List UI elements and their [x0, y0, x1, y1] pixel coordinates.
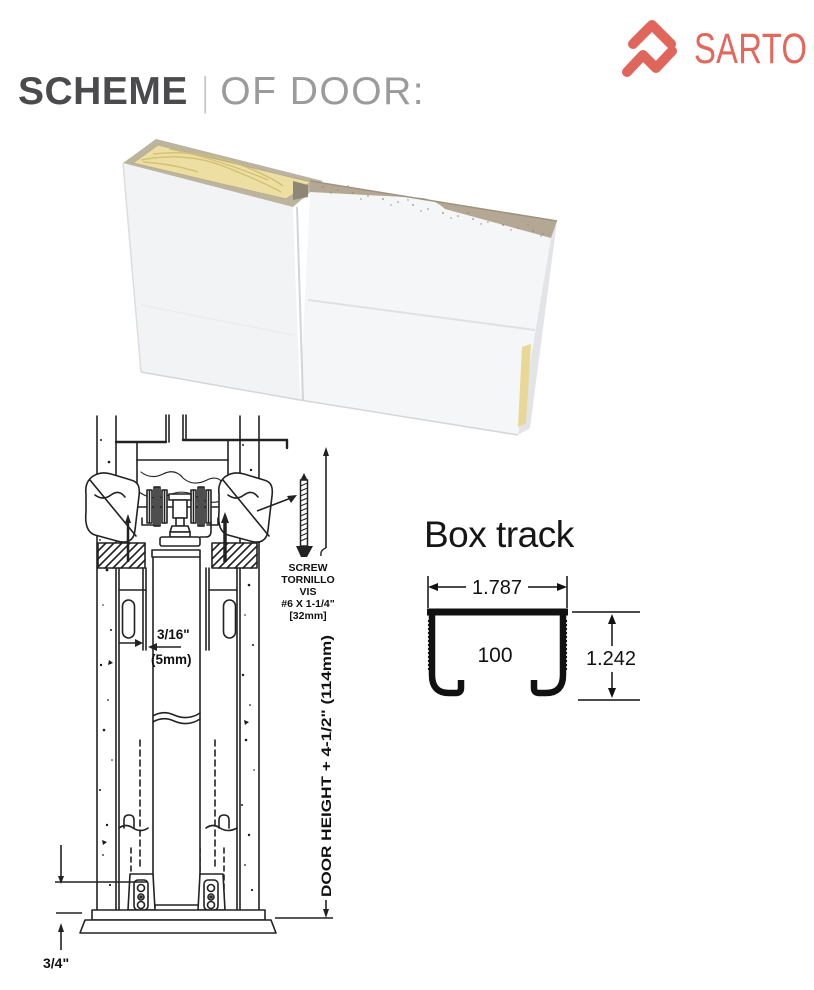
door-cross-section-illustration — [122, 139, 558, 436]
floor-clearance-label: 3/4" — [43, 955, 69, 971]
brand-name: SARTO — [694, 25, 808, 73]
hatched-blocks — [97, 542, 258, 569]
gap-dimension — [119, 639, 181, 651]
floor-guides — [123, 814, 230, 911]
track-profile — [427, 608, 568, 697]
title-primary: SCHEME — [18, 70, 188, 113]
box-track-title: Box track — [424, 514, 574, 555]
sarto-chevrons-icon — [622, 20, 677, 77]
height-dim-label: 1.242 — [586, 648, 636, 670]
width-dim-label: 1.787 — [472, 577, 522, 599]
door-height-label: DOOR HEIGHT + 4-1/2" (114mm) — [319, 635, 334, 897]
title-secondary: OF DOOR: — [220, 70, 426, 113]
width-dimension — [427, 576, 568, 608]
screw-illustration — [256, 473, 313, 557]
casing-trim — [84, 472, 274, 543]
gap-label-metric: (5mm) — [151, 652, 192, 667]
door-slab — [152, 556, 201, 906]
screw-label-line3: VIS — [300, 586, 317, 598]
floor-clearance-dimension — [55, 845, 147, 950]
roller-hanger — [141, 486, 219, 558]
head-framing — [114, 438, 289, 450]
gap-label: 3/16" — [157, 627, 190, 642]
head-framing-verticals — [136, 414, 229, 461]
frame-section-diagram: 3/16" (5mm) SCREW TORNILLO VIS #6 X 1-1/… — [43, 414, 335, 971]
brand-logo: SARTO — [618, 13, 814, 85]
door-height-dimension — [275, 447, 333, 919]
screw-label-line2: TORNILLO — [281, 574, 334, 586]
jamb-screws — [125, 512, 229, 562]
screw-label-line4: #6 X 1-1/4" — [281, 598, 334, 610]
stud-speckle — [99, 439, 256, 892]
page-title: SCHEME | OF DOOR: — [18, 72, 425, 112]
title-divider: | — [202, 70, 208, 114]
screw-label-line5: [32mm] — [289, 610, 326, 622]
floor-plates — [79, 909, 277, 934]
inner-dim-label: 100 — [477, 644, 512, 667]
mdf-speckle — [322, 185, 544, 237]
box-track-profile-diagram: 1.787 100 1.242 — [427, 576, 640, 701]
height-dimension — [572, 611, 640, 701]
screw-label-line1: SCREW — [288, 562, 327, 574]
